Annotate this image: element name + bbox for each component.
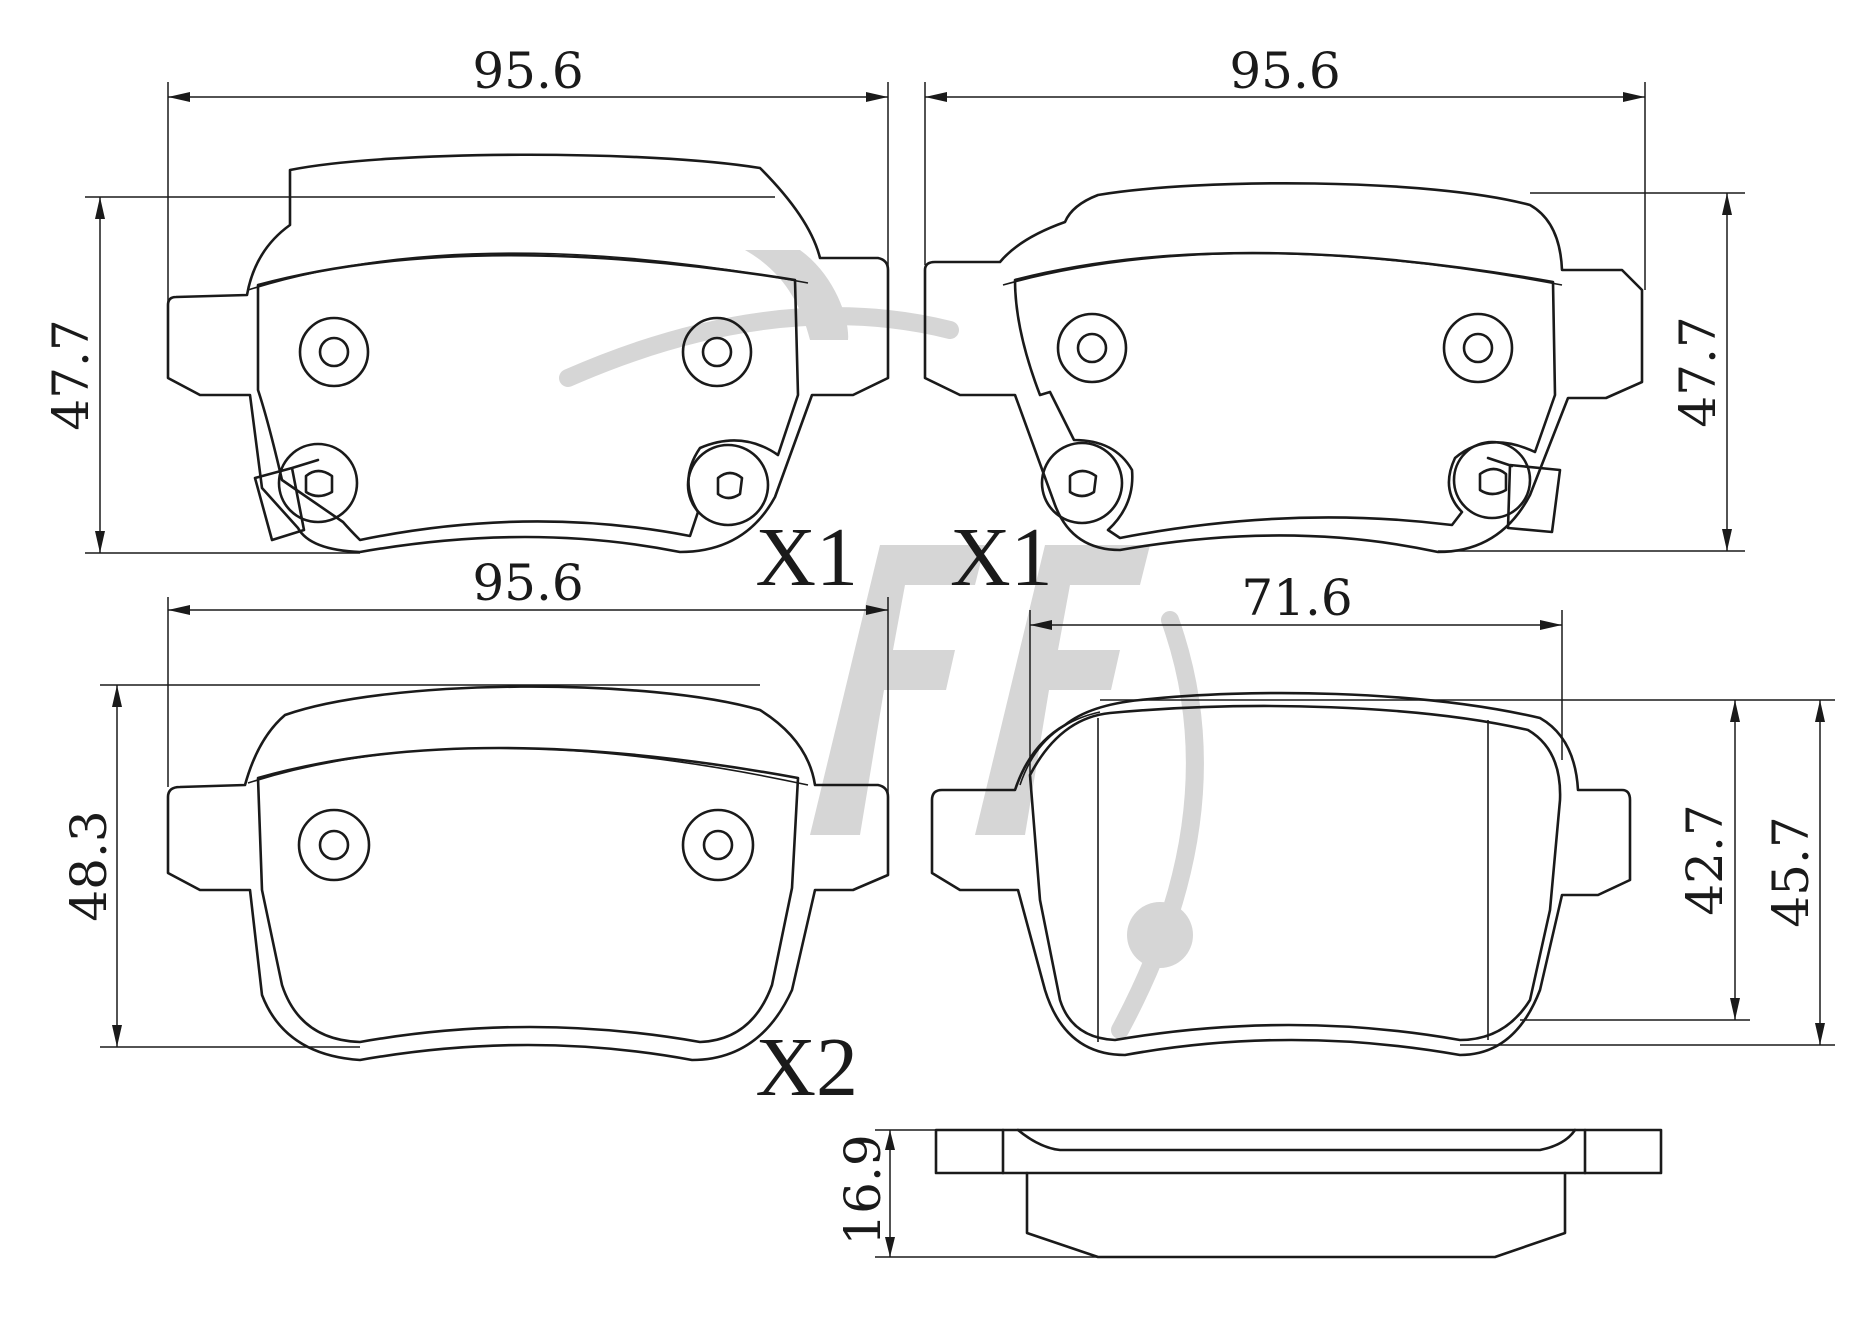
pad-top-right-chamfer-line xyxy=(1002,252,1563,286)
pad-top-right-rivet-right-inner xyxy=(1462,332,1494,364)
pad-bottom-left-rivet-left-inner xyxy=(318,829,350,861)
dim-top-left-height-arrow-top xyxy=(95,197,105,219)
qty-label-bottom-left: X2 xyxy=(755,1021,858,1114)
dim-top-left-height-label: 47.7 xyxy=(42,319,100,430)
pad-top-left-rivet-left-outer xyxy=(298,316,370,388)
pad-top-right-rivet-left-inner xyxy=(1076,332,1108,364)
pad-bottom-left xyxy=(166,685,890,1062)
dim-bottom-right-inner-height-arrow-bottom xyxy=(1730,998,1740,1020)
dim-side-thickness-label: 16.9 xyxy=(834,1134,892,1245)
pad-top-right-rivet-bottom-right-inner xyxy=(1478,467,1508,496)
dim-bottom-right-outer-height-line xyxy=(1460,699,1835,1046)
pad-top-left-rivet-bottom-right-inner xyxy=(716,471,744,500)
pad-top-right-rivet-right-outer xyxy=(1442,312,1514,384)
qty-label-top-left: X1 xyxy=(755,511,858,604)
dim-top-left-width-label: 95.6 xyxy=(472,42,583,100)
pad-top-right-rivet-bottom-left-outer xyxy=(1040,441,1124,525)
dim-top-right-height-line xyxy=(1438,192,1745,552)
dim-bottom-left-width-arrow-left xyxy=(168,605,190,615)
pad-top-left-rivet-bottom-left-outer xyxy=(277,442,359,524)
dim-top-right-height-arrow-bottom xyxy=(1722,529,1732,551)
pad-bottom-left-chamfer-line xyxy=(247,747,809,786)
pad-bottom-right xyxy=(930,691,1632,1057)
pad-top-left-chamfer-line xyxy=(247,252,809,291)
dim-top-left-width-arrow-right xyxy=(866,92,888,102)
pad-top-right-backing-plate xyxy=(923,181,1644,554)
dim-bottom-right-width-arrow-right xyxy=(1540,620,1562,630)
dim-top-right-width-arrow-right xyxy=(1623,92,1645,102)
dim-top-right-width-line xyxy=(924,82,1646,290)
quantity-labels: X1 X1 X2 xyxy=(755,511,1052,1114)
pad-top-left xyxy=(166,153,890,554)
dim-bottom-left-height-line xyxy=(100,684,760,1048)
pad-top-left-rivet-bottom-right-outer xyxy=(686,443,770,527)
pad-top-right xyxy=(923,181,1644,554)
pad-top-left-rivet-right-inner xyxy=(701,336,733,368)
dim-top-right-width-label: 95.6 xyxy=(1229,42,1340,100)
dim-side-thickness-line xyxy=(875,1129,1098,1258)
pad-top-right-rivet-bottom-right-outer xyxy=(1452,440,1532,520)
dim-bottom-right-inner-height-line xyxy=(1100,699,1750,1021)
dimensions xyxy=(85,82,1835,1258)
pad-top-left-wear-sensor-clip xyxy=(253,458,320,542)
dim-side-thickness-arrow-bottom xyxy=(885,1237,895,1257)
dimension-labels: 95.6 47.7 95.6 47.7 95.6 48.3 71.6 42.7 … xyxy=(42,42,1820,1246)
side-view-friction-material xyxy=(1025,1171,1567,1259)
dim-top-left-height-line xyxy=(85,196,775,554)
dim-bottom-left-height-label: 48.3 xyxy=(60,810,118,921)
dim-bottom-right-width-label: 71.6 xyxy=(1241,569,1352,627)
pad-bottom-left-friction-material xyxy=(256,746,800,1044)
dim-top-left-width-line xyxy=(167,82,889,378)
dim-bottom-right-inner-height-arrow-top xyxy=(1730,700,1740,722)
pad-top-right-rivet-bottom-left-inner xyxy=(1068,469,1098,498)
dim-bottom-right-width-line xyxy=(1029,610,1563,780)
dim-bottom-left-width-label: 95.6 xyxy=(472,554,583,612)
pad-bottom-left-rivet-right-outer xyxy=(681,808,755,882)
pad-bottom-left-rivet-left-outer xyxy=(297,808,371,882)
dim-top-left-height-arrow-bottom xyxy=(95,531,105,553)
dim-bottom-right-inner-height-label: 42.7 xyxy=(1676,804,1734,915)
pad-top-right-friction-material xyxy=(1013,251,1557,540)
pad-top-left-rivet-bottom-left-inner xyxy=(304,469,334,498)
pad-bottom-left-backing-plate xyxy=(166,685,890,1062)
dim-bottom-left-height-arrow-top xyxy=(112,685,122,707)
pad-top-left-backing-plate xyxy=(166,153,890,554)
qty-label-top-right: X1 xyxy=(950,511,1053,604)
watermark-logo xyxy=(559,250,1204,1039)
dim-bottom-left-width-line xyxy=(167,597,889,797)
pad-bottom-right-backing-plate xyxy=(930,691,1632,1057)
dim-top-left-width-arrow-left xyxy=(168,92,190,102)
pad-top-left-rivet-left-inner xyxy=(318,336,350,368)
dim-bottom-right-outer-height-label: 45.7 xyxy=(1762,816,1820,927)
pad-top-left-friction-material xyxy=(256,253,800,542)
pad-top-left-rivet-right-outer xyxy=(681,316,753,388)
pad-bottom-left-rivet-right-inner xyxy=(702,829,734,861)
pad-bottom-right-friction-material xyxy=(1028,704,1562,1042)
dim-top-right-height-label: 47.7 xyxy=(1669,316,1727,427)
dim-side-thickness-arrow-top xyxy=(885,1130,895,1150)
side-view-backing-plate xyxy=(934,1128,1663,1175)
dim-bottom-right-outer-height-arrow-top xyxy=(1815,700,1825,722)
pad-top-right-wear-sensor-clip xyxy=(1486,456,1562,534)
dim-top-right-width-arrow-left xyxy=(925,92,947,102)
dim-bottom-left-height-arrow-bottom xyxy=(112,1025,122,1047)
dim-bottom-right-outer-height-arrow-bottom xyxy=(1815,1023,1825,1045)
dim-bottom-right-width-arrow-left xyxy=(1030,620,1052,630)
dim-bottom-left-width-arrow-right xyxy=(866,605,888,615)
pad-bottom-right-chamfer-line xyxy=(1019,711,1101,786)
pad-side-view xyxy=(934,1128,1663,1259)
dim-top-right-height-arrow-top xyxy=(1722,193,1732,215)
side-view-chamfer xyxy=(1001,1128,1587,1175)
pad-top-right-rivet-left-outer xyxy=(1056,312,1128,384)
